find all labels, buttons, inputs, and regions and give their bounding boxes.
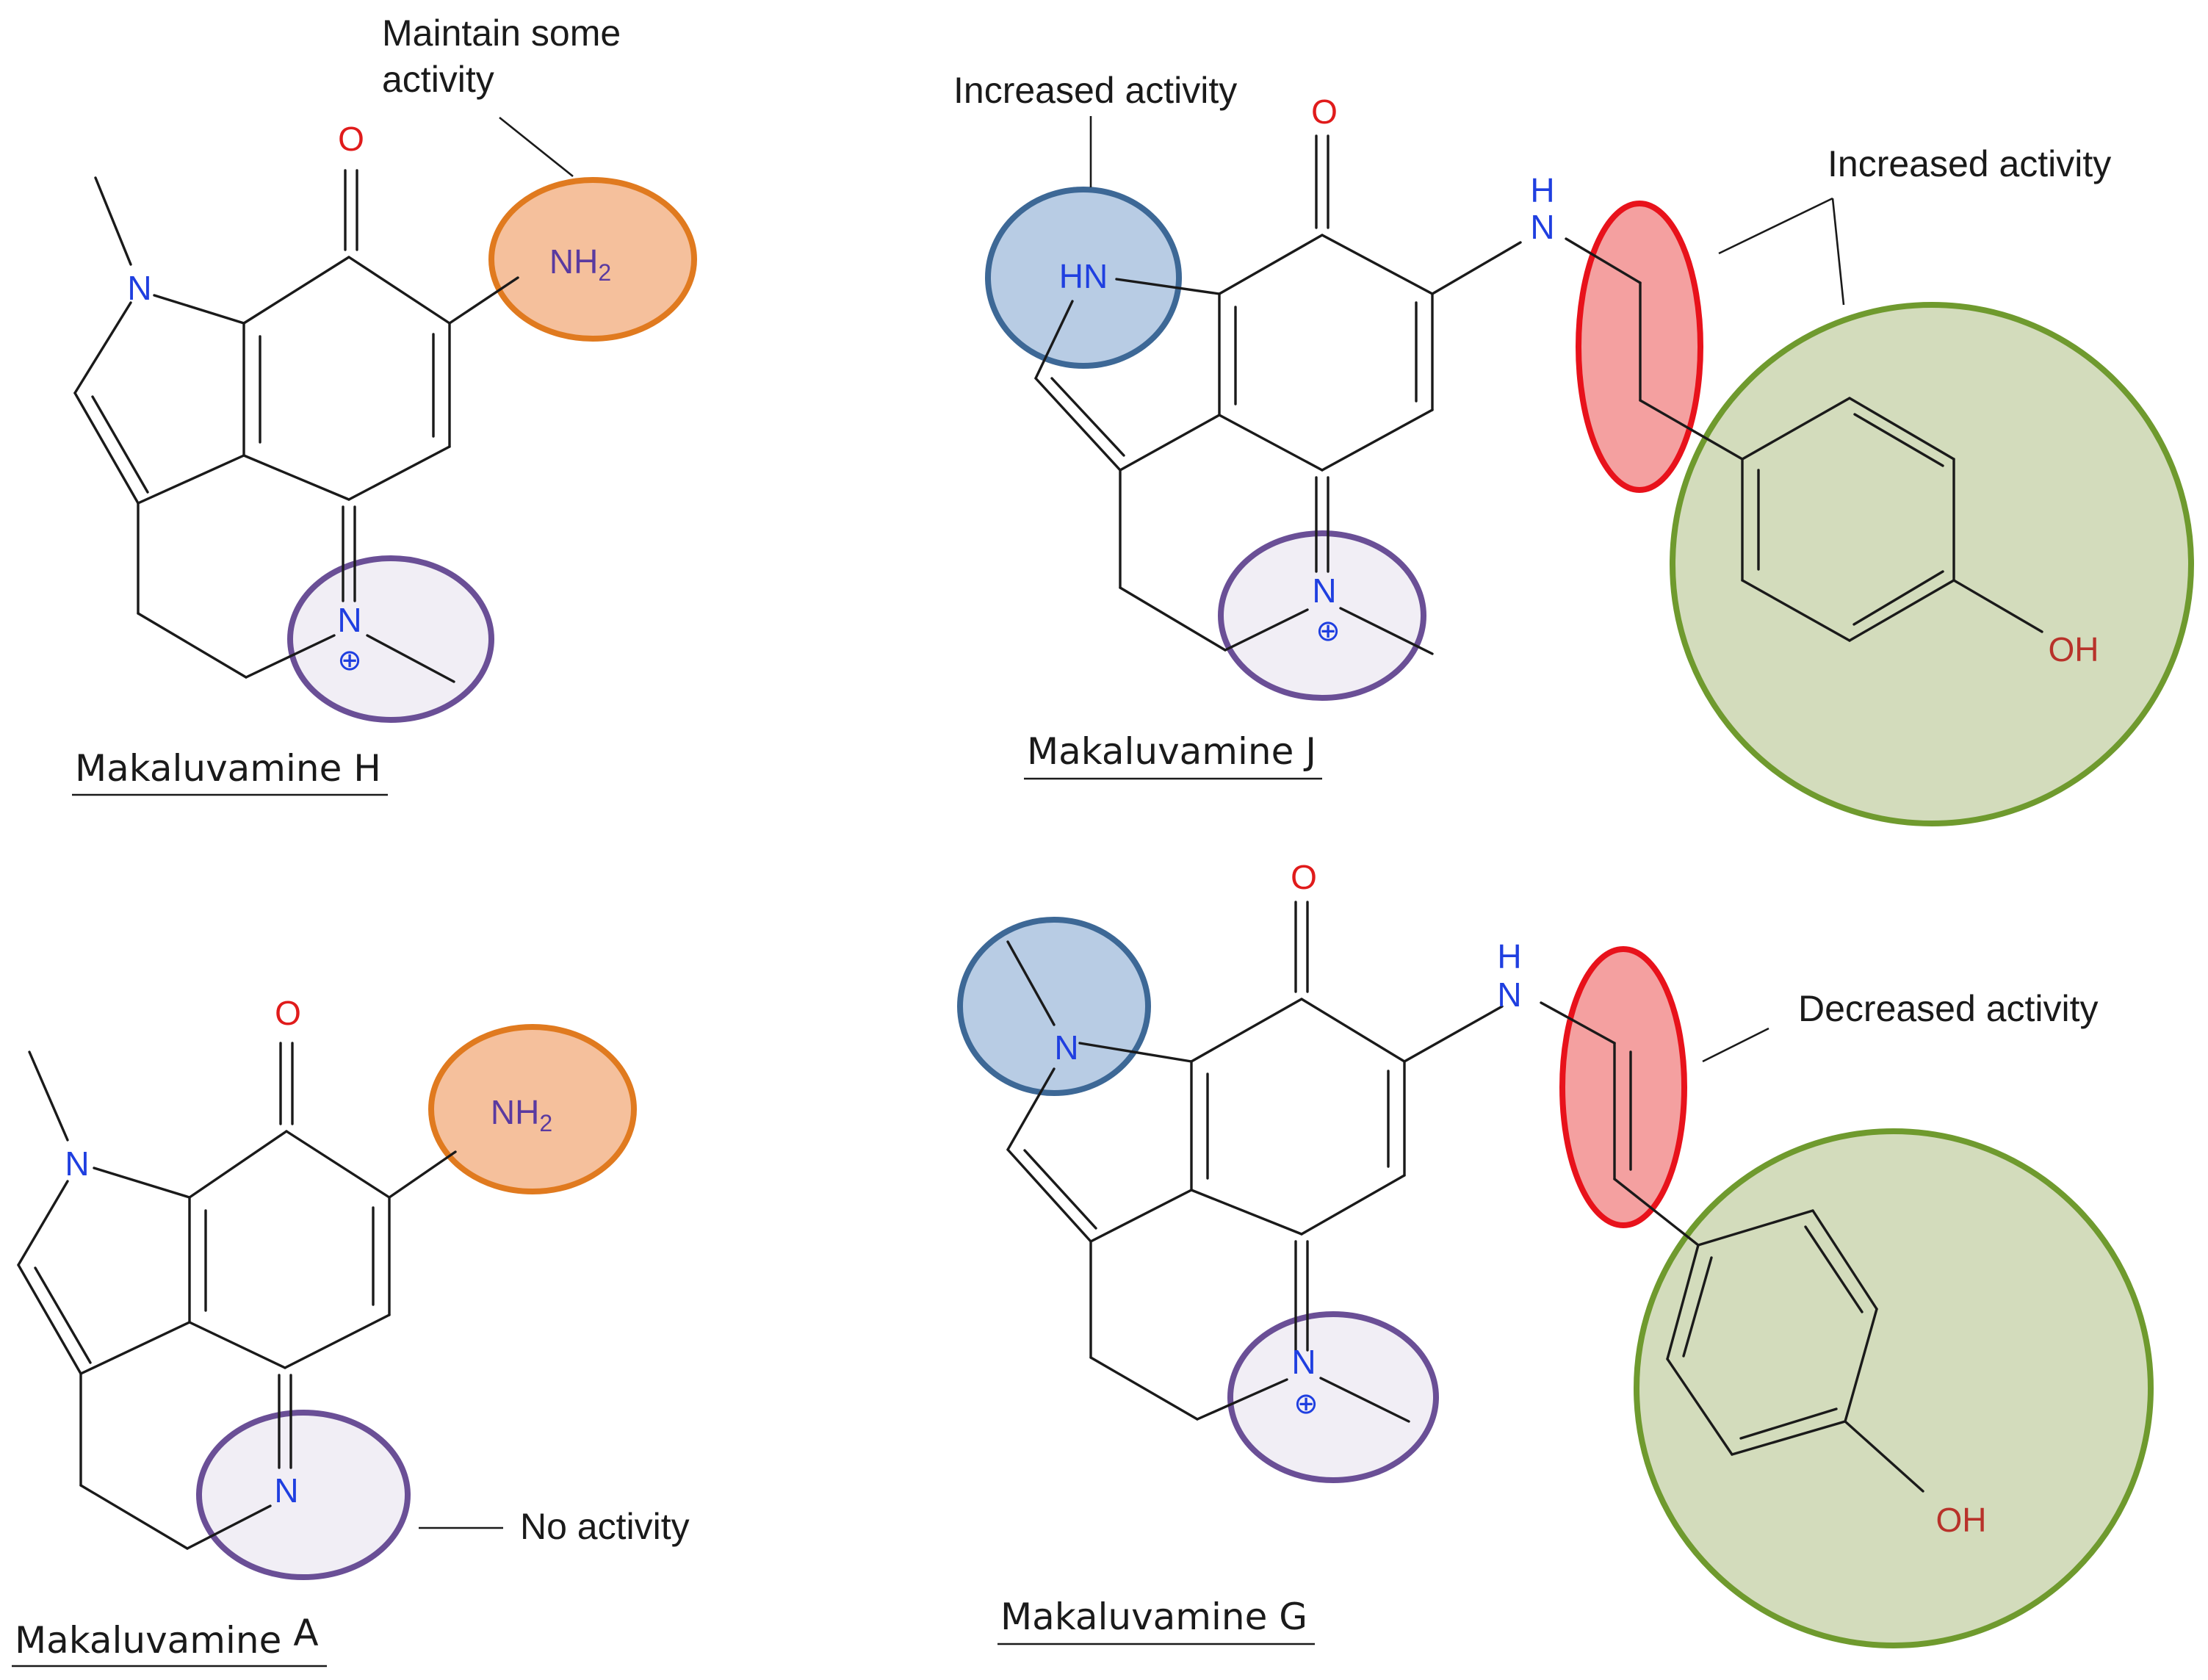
amine-subscript: 2 [598, 259, 611, 286]
annotation-maintain-activity: activity [382, 59, 494, 100]
nitrogen-atom-label: N [65, 1144, 89, 1183]
molecule-makaluvamine-h: O N N ⊕ NH2 Maintain some activity Makal… [72, 12, 697, 796]
bonds-makaluvamine-a [17, 1042, 503, 1550]
highlight-pyrrole-nme-g [957, 917, 1151, 1096]
leader-line [1718, 197, 1833, 255]
amine-label: NH2 [491, 1093, 552, 1136]
amine-h-label: H [1530, 171, 1554, 209]
positive-charge-icon: ⊕ [337, 643, 362, 677]
nitrogen-atom-label: N [337, 601, 361, 639]
positive-charge-icon: ⊕ [1294, 1387, 1318, 1421]
nitrogen-atom-label: N [1291, 1343, 1316, 1381]
hydroxyl-label: OH [1936, 1501, 1987, 1539]
annotation-maintain-activity: Maintain some [382, 12, 621, 54]
molecule-makaluvamine-g: O N H N N ⊕ OH Decreased activity Makalu… [957, 858, 2154, 1648]
oxygen-atom-label: O [275, 994, 301, 1032]
caption-text: Makaluvamine [15, 1619, 281, 1662]
caption-makaluvamine-j: Makaluvamine J [1027, 730, 1316, 773]
amine-label: NH2 [549, 242, 611, 286]
highlight-amine-h [488, 177, 697, 342]
highlight-iminium-j [1218, 530, 1426, 701]
caption-makaluvamine-g: Makaluvamine G [1000, 1596, 1307, 1638]
highlight-vinyl-linker-g [1559, 946, 1687, 1228]
molecule-makaluvamine-j: O HN H N N ⊕ OH Increased activity Incre… [953, 70, 2194, 826]
nitrogen-atom-label: N [1312, 572, 1336, 610]
highlight-imine-a [196, 1410, 411, 1580]
amine-h-label: H [1497, 937, 1521, 976]
molecule-makaluvamine-a: O N N NH2 No activity Makaluvamine A [12, 994, 690, 1668]
bonds-makaluvamine-j [1034, 134, 2043, 655]
annotation-increased-activity: Increased activity [953, 70, 1237, 111]
positive-charge-icon: ⊕ [1316, 614, 1341, 648]
bonds-makaluvamine-h [73, 169, 519, 683]
leader-line [1702, 1027, 1769, 1063]
amine-subscript: 2 [539, 1110, 552, 1136]
highlight-phenol-g [1634, 1128, 2154, 1648]
annotation-increased-activity: Increased activity [1828, 143, 2111, 184]
nitrogen-atom-label: N [127, 269, 151, 307]
leader-line [1831, 198, 1845, 306]
highlight-phenol-j [1670, 302, 2194, 826]
oxygen-atom-label: O [338, 120, 364, 158]
nitrogen-atom-label: N [1530, 208, 1554, 246]
highlight-pyrrole-nh-j [985, 187, 1182, 369]
annotation-no-activity: No activity [520, 1506, 690, 1547]
caption-makaluvamine-h: Makaluvamine H [75, 747, 381, 790]
hydroxyl-label: OH [2049, 630, 2099, 668]
oxygen-atom-label: O [1311, 93, 1338, 131]
bonds-makaluvamine-g [1006, 901, 1924, 1493]
caption-makaluvamine-a: Makaluvamine A [15, 1612, 319, 1662]
highlight-amine-a [428, 1024, 637, 1194]
oxygen-atom-label: O [1291, 858, 1317, 896]
nitrogen-atom-label: N [274, 1471, 298, 1510]
nitrogen-atom-label: N [1497, 976, 1521, 1014]
amine-text: NH [549, 242, 598, 281]
leader-line [499, 116, 574, 178]
highlight-iminium-g [1227, 1311, 1439, 1483]
annotation-decreased-activity: Decreased activity [1798, 988, 2099, 1029]
pyrrole-nh-label: HN [1059, 257, 1108, 295]
amine-text: NH [491, 1093, 539, 1131]
caption-suffix: A [293, 1612, 318, 1654]
nitrogen-atom-label: N [1054, 1028, 1078, 1067]
highlight-iminium-h [287, 555, 494, 723]
